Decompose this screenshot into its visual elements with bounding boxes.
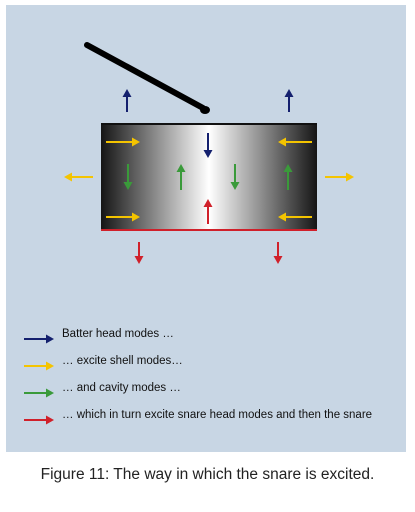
cavity-arrow (283, 164, 293, 190)
legend-arrow-icon (24, 361, 54, 371)
mode-arrows (64, 89, 354, 264)
legend-item: … which in turn excite snare head modes … (22, 407, 402, 428)
shell-arrow (64, 172, 93, 182)
batter-head-arrow (284, 89, 294, 112)
cavity-arrow (230, 164, 240, 190)
legend-arrow-icon (24, 334, 54, 344)
legend-label-snare-head: … which in turn excite snare head modes … (62, 409, 373, 421)
shell-arrow (325, 172, 354, 182)
drumstick-tip (200, 106, 210, 114)
legend-item: … excite shell modes… (22, 353, 402, 374)
batter-head-arrow (122, 89, 132, 112)
batter-head-arrow (203, 133, 213, 158)
shell-arrow (278, 137, 312, 147)
legend-arrow-icon (24, 388, 54, 398)
legend-arrow-icon (24, 415, 54, 425)
shell-arrow (106, 137, 140, 147)
legend-item: … and cavity modes … (22, 380, 402, 401)
shell-arrow (278, 212, 312, 222)
shell-arrow (106, 212, 140, 222)
legend-item: Batter head modes … (22, 326, 402, 347)
drumstick (84, 42, 206, 111)
snare-head-arrow (134, 242, 144, 264)
legend-label-shell: … excite shell modes… (62, 355, 183, 367)
figure-caption: Figure 11: The way in which the snare is… (40, 466, 375, 483)
legend-label-batter-head: Batter head modes … (62, 328, 174, 340)
legend: Batter head modes … … excite shell modes… (22, 326, 402, 434)
snare-head-arrow (273, 242, 283, 264)
cavity-arrow (123, 164, 133, 190)
cavity-arrow (176, 164, 186, 190)
snare-head-arrow (203, 199, 213, 224)
legend-label-cavity: … and cavity modes … (62, 382, 181, 394)
